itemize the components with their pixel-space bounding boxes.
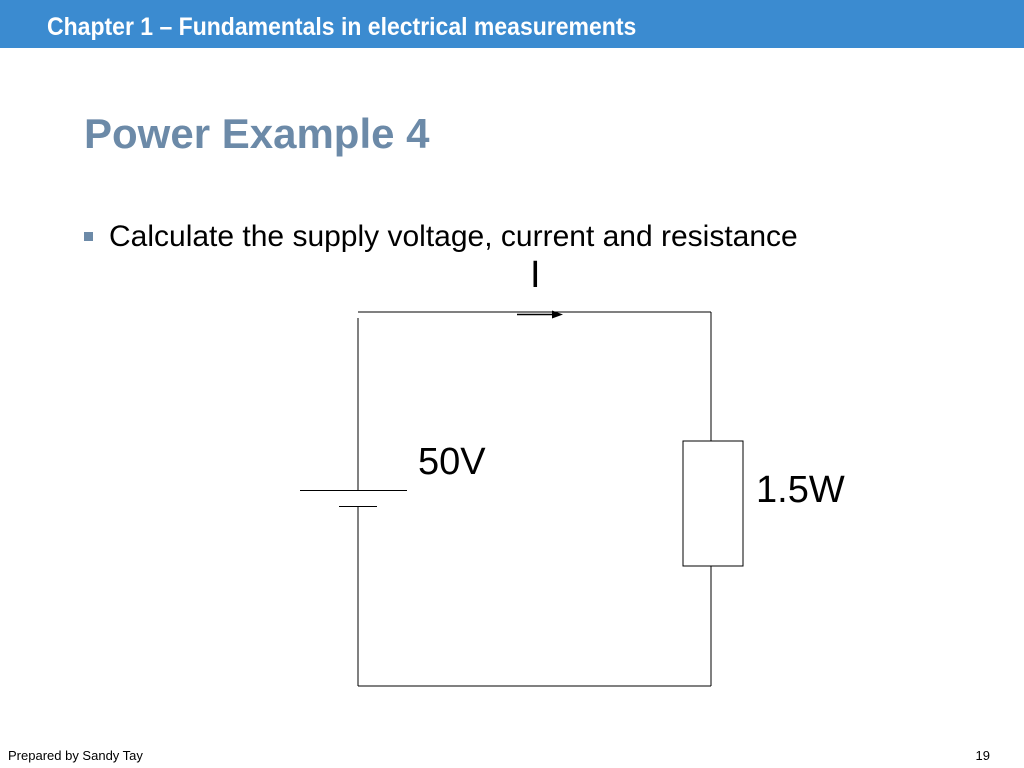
current-arrow-head [552, 310, 563, 319]
resistor-label: 1.5W [756, 469, 845, 511]
current-label: I [530, 254, 541, 296]
resistor-box [682, 440, 744, 567]
footer-author: Prepared by Sandy Tay [8, 748, 143, 763]
square-bullet-icon [84, 231, 93, 241]
chapter-title: Chapter 1 – Fundamentals in electrical m… [47, 13, 637, 41]
supply-voltage-label: 50V [418, 441, 486, 483]
header-bar: Chapter 1 – Fundamentals in electrical m… [0, 0, 1024, 48]
bullet-item: Calculate the supply voltage, current an… [84, 220, 798, 254]
page-number: 19 [975, 748, 990, 763]
slide-title: Power Example 4 [84, 110, 430, 157]
bullet-text: Calculate the supply voltage, current an… [109, 220, 798, 253]
